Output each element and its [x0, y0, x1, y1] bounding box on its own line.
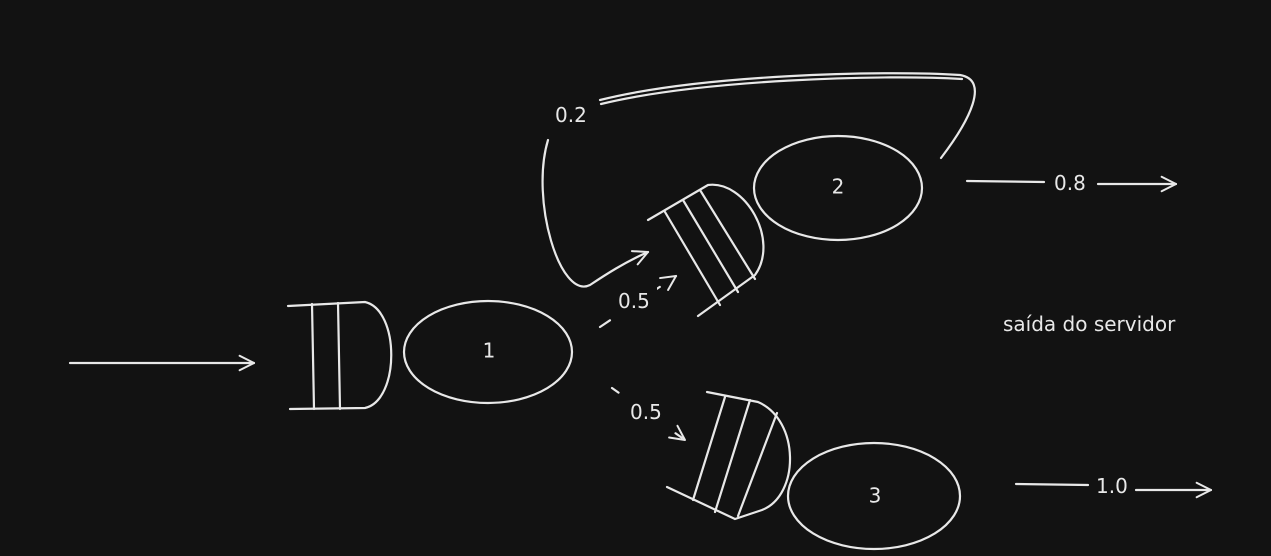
output-2-label: 0.8 [1054, 171, 1086, 195]
server-node-1: 1 [402, 299, 574, 405]
output-edge-2: 0.8 [965, 171, 1178, 195]
server-node-3: 3 [786, 441, 962, 551]
server-1-label: 1 [483, 339, 496, 363]
feedback-edge-2-to-2 [541, 72, 976, 288]
queue-1 [286, 300, 393, 411]
edge-1-to-2-label: 0.5 [618, 289, 650, 313]
server-exit-annotation: saída do servidor [1003, 312, 1176, 336]
queue-3 [665, 390, 792, 521]
queue-2 [646, 183, 765, 318]
edge-1-to-3-label: 0.5 [630, 400, 662, 424]
output-edge-3: 1.0 [1014, 474, 1213, 499]
server-3-label: 3 [869, 484, 882, 508]
server-2-label: 2 [832, 175, 845, 199]
output-3-label: 1.0 [1096, 474, 1128, 498]
feedback-edge-label: 0.2 [555, 103, 587, 127]
server-node-2: 2 [752, 134, 924, 242]
